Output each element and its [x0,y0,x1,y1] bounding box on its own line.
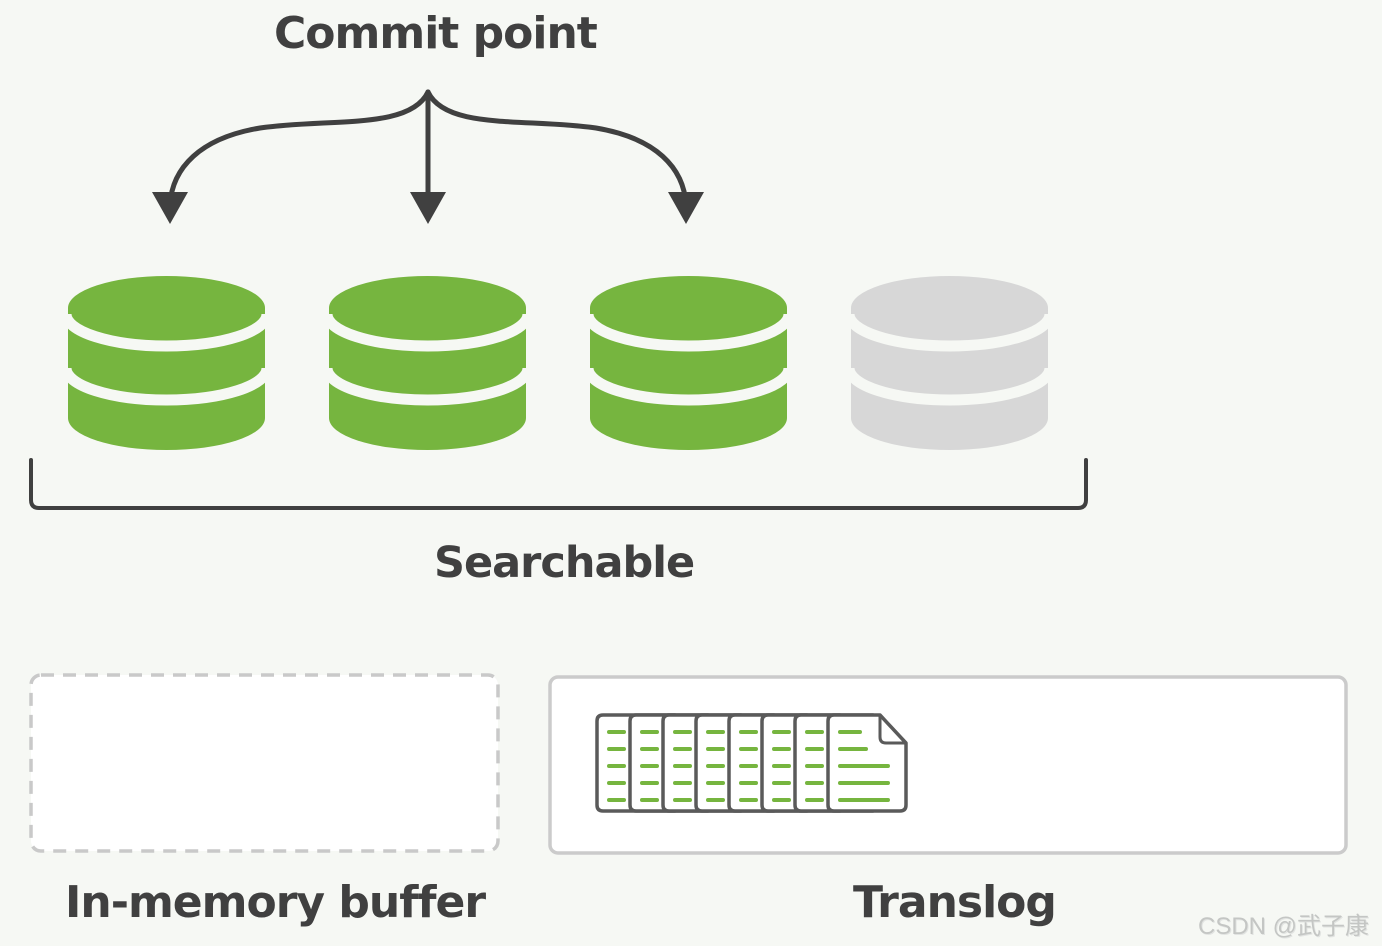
translog-document-icon [826,713,908,813]
translog-label: Translog [853,877,1057,928]
searchable-label: Searchable [434,538,695,588]
segment-band [843,313,1056,352]
segment-1-icon [60,276,273,450]
segment-3-icon [582,276,795,450]
page-fold [878,715,906,745]
segment-4-icon [843,276,1056,450]
segment-band [60,313,273,352]
in-memory-buffer-label: In-memory buffer [65,877,486,928]
in-memory-buffer-box [29,673,500,853]
arrow-to-segment-1 [167,89,431,208]
segment-band [60,367,273,406]
commit-point-label: Commit point [274,8,598,59]
segment-2-icon [321,276,534,450]
segment-band [321,313,534,352]
segments [60,276,1056,450]
segment-band [582,313,795,352]
arrow-to-segment-3 [425,89,689,208]
arrowhead-1-icon [152,192,188,224]
commit-arrows [167,89,689,208]
segment-band [321,367,534,406]
arrowheads [152,192,704,224]
segment-band [843,367,1056,406]
watermark: CSDN @武子康 [1198,913,1370,940]
segment-band [582,367,795,406]
translog-documents [595,713,908,813]
searchable-bracket [29,458,1088,510]
arrowhead-2-icon [410,192,446,224]
arrowhead-3-icon [668,192,704,224]
